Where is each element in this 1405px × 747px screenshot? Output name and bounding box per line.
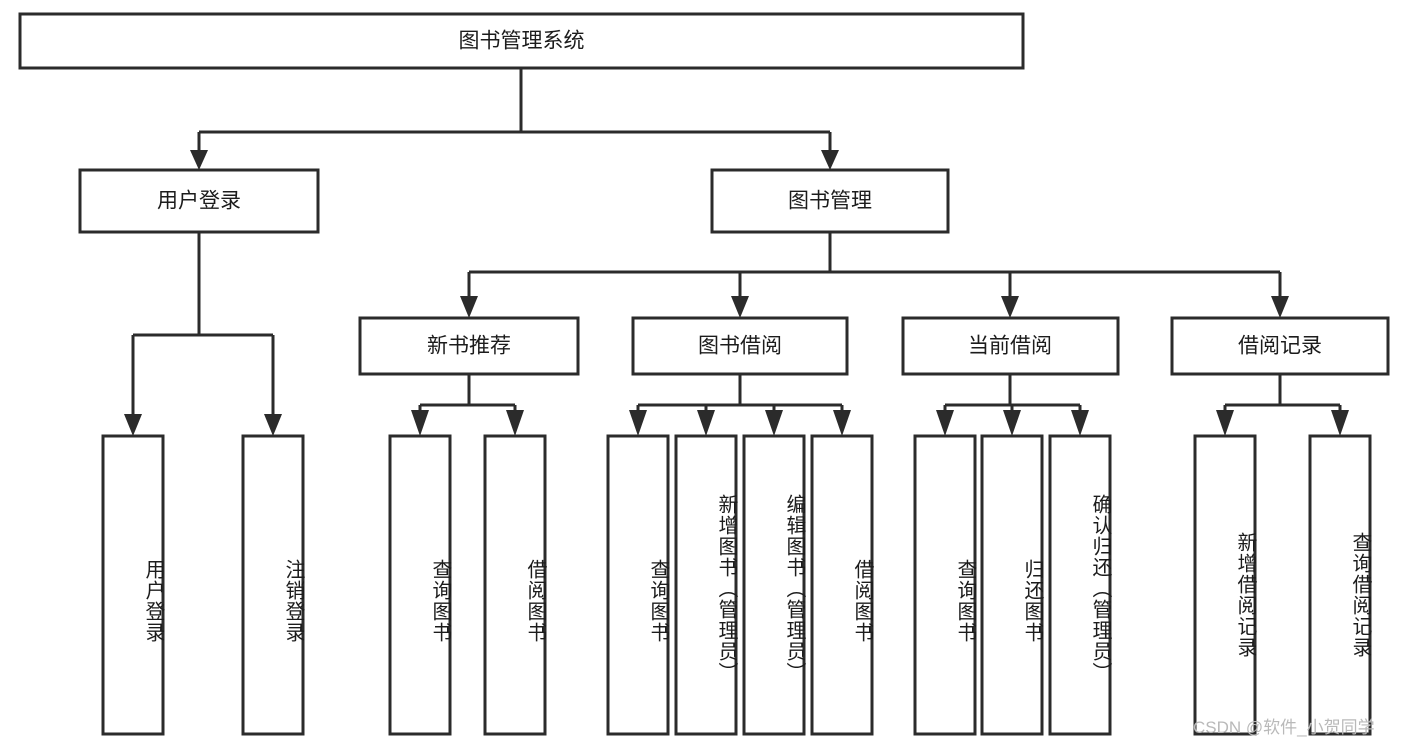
leaf-box-nb-borrow-book[interactable] [483,434,547,736]
arrow-head-current-borrow [1001,296,1019,318]
arrow-head-borrow-record [1271,296,1289,318]
arrow-head-bb-leaf1 [629,410,647,436]
node-label-new-book: 新书推荐 [427,335,511,358]
node-box-current-borrow[interactable] [901,316,1120,376]
arrow-head-leaf-logout [264,414,282,436]
leaf-box-bb-edit-book[interactable] [742,434,806,736]
node-label-book-manage: 图书管理 [788,190,872,213]
leaf-box-bb-borrow-book[interactable] [810,434,874,736]
leaf-box-bb-query-book[interactable] [606,434,670,736]
arrow-head-book-borrow [731,296,749,318]
arrow-head-cb-leaf2 [1003,410,1021,436]
leaf-box-br-query-record[interactable] [1308,434,1372,736]
arrow-head-book-manage [821,150,839,170]
arrow-head-bb-leaf2 [697,410,715,436]
arrow-head-cb-leaf3 [1071,410,1089,436]
leaf-box-logout[interactable] [241,434,305,736]
arrow-head-user-login [190,150,208,170]
connector-group-root-to-level2 [190,68,839,170]
arrow-head-nb-leaf1 [411,410,429,436]
arrow-head-new-book [460,296,478,318]
leaf-box-bb-add-book[interactable] [674,434,738,736]
node-box-book-borrow[interactable] [631,316,849,376]
leaf-box-nb-query-book[interactable] [388,434,452,736]
arrow-head-bb-leaf3 [765,410,783,436]
arrow-head-leaf-user-login [124,414,142,436]
leaf-box-cb-query-book[interactable] [913,434,977,736]
node-box-root[interactable] [18,12,1025,70]
node-box-user-login[interactable] [78,168,320,234]
arrow-head-cb-leaf1 [936,410,954,436]
leaf-box-cb-confirm-return[interactable] [1048,434,1112,736]
arrow-head-bb-leaf4 [833,410,851,436]
connector-group-new-book-to-leaves [411,374,524,436]
arrow-head-nb-leaf2 [506,410,524,436]
leaf-box-br-add-record[interactable] [1193,434,1257,736]
node-box-new-book[interactable] [358,316,580,376]
node-label-root: 图书管理系统 [459,30,585,53]
arrow-head-br-leaf2 [1331,410,1349,436]
leaf-box-cb-return-book[interactable] [980,434,1044,736]
node-label-current-borrow: 当前借阅 [968,335,1052,358]
connector-group-user-login-to-leaves [124,232,282,436]
node-label-user-login: 用户登录 [157,190,241,213]
node-box-borrow-record[interactable] [1170,316,1390,376]
connector-group-current-borrow-to-leaves [936,374,1089,436]
node-label-borrow-record: 借阅记录 [1238,335,1322,358]
node-label-book-borrow: 图书借阅 [698,335,782,358]
node-box-book-manage[interactable] [710,168,950,234]
arrow-head-br-leaf1 [1216,410,1234,436]
connector-group-borrow-record-to-leaves [1216,374,1349,436]
connector-group-book-manage-to-level3 [460,232,1289,318]
leaf-box-user-login[interactable] [101,434,165,736]
connector-group-book-borrow-to-leaves [629,374,851,436]
csdn-watermark: CSDN @软件_小贺同学 [1193,718,1375,737]
